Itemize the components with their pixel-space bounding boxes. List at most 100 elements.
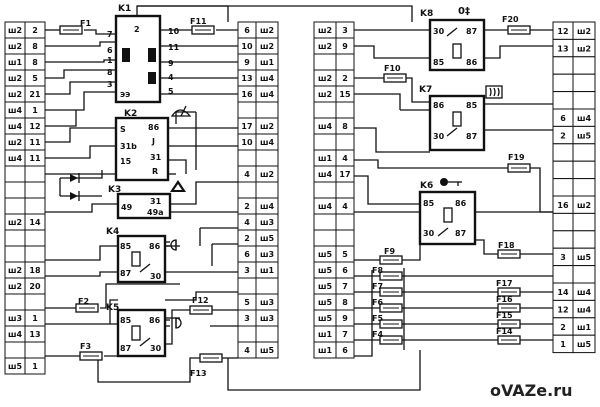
fuse-label-f10: F10 — [384, 64, 401, 73]
connector-pin-number: 16 — [241, 90, 253, 99]
connector-cell — [335, 341, 355, 359]
connector-plug-label: ш4 — [8, 330, 22, 339]
connector-plug-label: ш4 — [318, 170, 332, 179]
connector-plug-label: ш4 — [318, 202, 332, 211]
fuse-f6 — [379, 303, 403, 313]
pin-label: 31 — [150, 153, 162, 162]
connector-cell — [335, 229, 355, 247]
connector-plug-label: ш5 — [318, 250, 332, 259]
connector-cell — [255, 341, 279, 359]
connector-plug-label: ш2 — [318, 74, 332, 83]
connector-plug-label: ш1 — [318, 154, 332, 163]
relay-k2: K2 S 86 31b J 15 31 R — [114, 109, 170, 182]
connector-cell — [572, 56, 596, 75]
connector-plug-label: ш4 — [260, 202, 274, 211]
connector-pin-number: 8 — [32, 58, 38, 67]
connector-plug-label: ш5 — [577, 131, 591, 140]
connector-pin-number: 17 — [339, 170, 350, 179]
connector-cell — [552, 73, 574, 93]
connector-pin-number: 8 — [32, 42, 38, 51]
connector-plug-label: ш4 — [260, 138, 274, 147]
connector-pin-number: 7 — [342, 282, 348, 291]
wire — [45, 110, 77, 127]
connector-plug-label: ш2 — [318, 26, 332, 35]
connector-plug-label: ш4 — [318, 122, 332, 131]
wiper-icon — [170, 105, 192, 117]
relay-k2-label: K2 — [124, 109, 137, 119]
connector-pin-number: 12 — [557, 305, 568, 314]
wire — [97, 356, 200, 383]
connector-pin-number: 2 — [342, 74, 348, 83]
connector-plug-label: ш2 — [260, 122, 274, 131]
relay-switch — [446, 27, 458, 37]
connector-plug-label: ш5 — [318, 298, 332, 307]
connector-cell — [572, 91, 596, 110]
wire-fuse-bus — [354, 270, 373, 357]
connector-row — [237, 181, 279, 199]
connector-cell — [255, 325, 279, 343]
connector-plug-label: ш2 — [8, 138, 22, 147]
relay-k1-label: K1 — [118, 4, 131, 14]
connector-plug-label: ш5 — [260, 234, 274, 243]
relay-k6: K6 85 86 30 87 — [418, 181, 477, 246]
fuse-label-f4: F4 — [372, 330, 383, 339]
connector-cell — [4, 293, 26, 311]
connector-cell — [552, 91, 574, 110]
fuse-label-f16: F16 — [496, 295, 513, 304]
connector-pin-number: 2 — [244, 234, 250, 243]
connector-row — [4, 165, 46, 183]
relay-k3: K3 49 31 49a — [108, 185, 172, 220]
fuse-f12 — [189, 305, 213, 315]
connector-plug-label: ш1 — [8, 58, 22, 67]
relay-coil — [443, 207, 453, 223]
connector-cell — [255, 181, 279, 199]
connector-cell — [237, 325, 257, 343]
connector-plug-label: ш4 — [260, 74, 274, 83]
connector-row — [4, 181, 46, 199]
fuse-f18 — [497, 249, 521, 259]
connector-plug-label: ш2 — [577, 44, 591, 53]
wire — [530, 167, 553, 213]
fuse-f15 — [497, 319, 521, 329]
connector-cell — [313, 213, 337, 231]
fuse-label-f5: F5 — [372, 314, 383, 323]
connector-cell — [572, 334, 596, 354]
pin-label: 5 — [168, 87, 174, 96]
connector-row — [552, 265, 596, 284]
connector-plug-label: ш1 — [260, 58, 274, 67]
pin-label: 85 — [466, 101, 478, 110]
connector-cell — [255, 277, 279, 295]
connector-cell — [572, 230, 596, 249]
relay-k1: K1 2 7 6 1 8 3 10 11 9 4 5 ЭЭ — [107, 4, 180, 104]
fuse-f14 — [497, 335, 521, 345]
fuse-label-f14: F14 — [496, 327, 513, 336]
wire — [45, 41, 116, 47]
connector-pin-number: 1 — [32, 362, 38, 371]
connector-cell — [24, 197, 46, 215]
connector-plug-label: ш2 — [8, 90, 22, 99]
relay-k1-contact — [148, 48, 156, 62]
connector-cell — [24, 293, 46, 311]
connector-pin-number: 21 — [29, 90, 41, 99]
wire — [475, 239, 498, 255]
connector-row — [4, 293, 46, 311]
horn-icon: 0‡ — [458, 6, 470, 17]
fuse-label-f3: F3 — [80, 342, 91, 351]
connector-cell — [552, 160, 574, 180]
